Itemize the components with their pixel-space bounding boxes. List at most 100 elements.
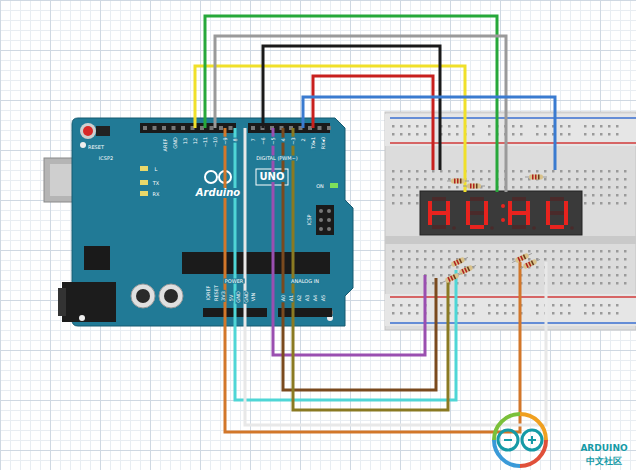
pin-label: A0 [281,294,286,303]
breadboard-hole [400,258,403,261]
breadboard-hole [608,258,611,261]
breadboard-hole [512,258,515,261]
breadboard-hole [528,282,531,285]
breadboard-hole [592,274,595,277]
breadboard-hole [608,186,611,189]
breadboard-hole [408,178,411,181]
header-pin [308,126,312,130]
section-label: DIGITAL (PWM~) [255,156,299,161]
breadboard-hole [600,186,603,189]
breadboard-hole [616,178,619,181]
breadboard-hole [480,258,483,261]
arduino-board [44,118,353,326]
breadboard-hole [544,258,547,261]
rail-hole [520,133,523,136]
breadboard-hole [592,178,595,181]
breadboard-hole [592,194,595,197]
rail-hole [600,125,603,128]
breadboard-hole [472,250,475,253]
breadboard-hole [400,186,403,189]
rail-hole [472,304,475,307]
rail-hole [456,125,459,128]
rail-hole [488,125,491,128]
breadboard-hole [504,258,507,261]
breadboard-hole [616,266,619,269]
display-segment [446,213,450,225]
rail-hole [488,133,491,136]
header-pin [251,126,255,130]
breadboard-hole [560,250,563,253]
pin-label: GND [243,290,248,303]
breadboard-hole [568,274,571,277]
breadboard-hole [624,202,627,205]
breadboard-hole [552,282,555,285]
breadboard-hole [608,194,611,197]
rail-hole [568,133,571,136]
decimal-point [490,226,494,230]
breadboard-hole [616,194,619,197]
breadboard-hole [432,274,435,277]
rail-hole [616,125,619,128]
breadboard-hole [576,178,579,181]
breadboard-hole [624,178,627,181]
resistor-band [460,179,462,184]
display-segment [470,225,484,229]
breadboard [385,112,636,330]
breadboard-hole [488,250,491,253]
breadboard-hole [392,274,395,277]
breadboard-hole [392,266,395,269]
rail-hole [536,125,539,128]
breadboard-hole [584,266,587,269]
breadboard-hole [408,266,411,269]
rail-hole [488,304,491,307]
breadboard-hole [472,258,475,261]
breadboard-hole [568,258,571,261]
breadboard-hole [608,202,611,205]
breadboard-hole [520,170,523,173]
rail-hole [536,304,539,307]
rail-hole [592,125,595,128]
breadboard-hole [424,258,427,261]
pin-label: A4 [313,294,318,303]
breadboard-hole [520,250,523,253]
rail-hole [600,133,603,136]
breadboard-hole [432,250,435,253]
rail-hole [392,312,395,315]
breadboard-hole [392,282,395,285]
display-segment [484,213,488,225]
rail-hole [616,133,619,136]
breadboard-hole [584,258,587,261]
breadboard-hole [616,186,619,189]
rail-hole [504,312,507,315]
rail-hole [392,125,395,128]
resistor-body [445,273,460,283]
breadboard-hole [544,178,547,181]
breadboard-hole [488,170,491,173]
pin-label: ~11 [203,136,208,149]
resistor-lead [456,265,476,274]
resistor-symbol [463,184,485,189]
breadboard-hole [584,170,587,173]
resistor-band [532,175,534,180]
display-segment [512,197,526,201]
breadboard-hole [512,170,515,173]
breadboard-hole [416,194,419,197]
breadboard-hole [576,258,579,261]
breadboard-hole [448,250,451,253]
resistor-band [459,258,462,263]
header-pin [210,126,214,130]
rail-hole [592,304,595,307]
breadboard-hole [400,274,403,277]
pin-label: RX◂0 [321,136,326,151]
display-segment [512,211,526,215]
breadboard-hole [552,186,555,189]
resistor-band [476,184,478,189]
rail-hole [512,133,515,136]
breadboard-hole [536,170,539,173]
breadboard-hole [536,282,539,285]
breadboard-hole [576,282,579,285]
watermark: ARDUINO [580,444,627,453]
brand-logo: Arduino [195,188,241,198]
breadboard-hole [424,170,427,173]
